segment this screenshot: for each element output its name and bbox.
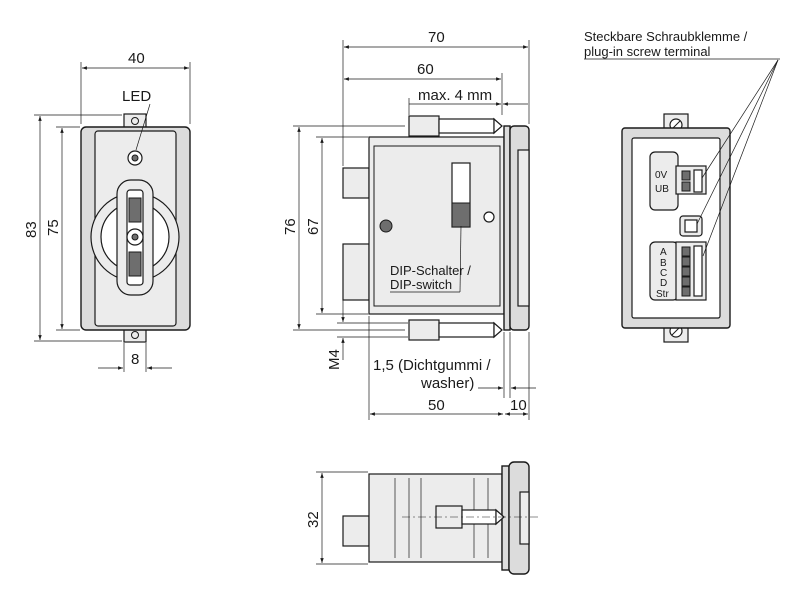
power-terminal-label-block bbox=[649, 151, 679, 211]
rear-view: 0V UB A B C D Str Steckbare Schraubklemm… bbox=[584, 29, 780, 343]
pin-ub: UB bbox=[655, 184, 669, 195]
dim-70: 70 bbox=[428, 29, 445, 46]
dim-m4: M4 bbox=[326, 349, 343, 370]
dim-10: 10 bbox=[510, 397, 527, 414]
pin-d: D bbox=[660, 278, 667, 289]
terminal-label-de: Steckbare Schraubklemme / bbox=[584, 29, 748, 44]
pin-b: B bbox=[660, 258, 667, 269]
pin-str: Str bbox=[656, 289, 669, 300]
side-connector-upper bbox=[342, 167, 370, 199]
dim-50: 50 bbox=[428, 397, 445, 414]
dip-label-de: DIP-Schalter / bbox=[390, 263, 471, 278]
dim-60: 60 bbox=[417, 61, 434, 78]
dim-32: 32 bbox=[305, 511, 322, 528]
side-connector-lower bbox=[342, 243, 370, 301]
top-view-connector bbox=[342, 515, 370, 547]
top-view: 32 bbox=[305, 461, 538, 575]
gasket-label-de: 1,5 (Dichtgummi / bbox=[373, 357, 491, 374]
front-view: LED 40 83 75 8 bbox=[23, 50, 191, 372]
dim-width-40: 40 bbox=[128, 50, 145, 67]
dim-height-75: 75 bbox=[45, 219, 62, 236]
side-screw bbox=[379, 219, 393, 233]
led-label: LED bbox=[122, 88, 151, 105]
pin-0v: 0V bbox=[655, 170, 668, 181]
terminal-label-en: plug-in screw terminal bbox=[584, 44, 711, 59]
pin-a: A bbox=[660, 247, 667, 258]
dip-label-en: DIP-switch bbox=[390, 277, 452, 292]
side-housing bbox=[368, 136, 505, 315]
dim-tab-8: 8 bbox=[131, 351, 139, 368]
side-view: DIP-Schalter / DIP-switch 70 60 max. 4 m… bbox=[282, 29, 536, 420]
pin-c: C bbox=[660, 268, 667, 279]
dim-height-83: 83 bbox=[23, 221, 40, 238]
dim-76: 76 bbox=[282, 218, 299, 235]
dim-max-4mm: max. 4 mm bbox=[418, 87, 492, 104]
gasket-label-en: washer) bbox=[420, 375, 474, 392]
front-top-tab bbox=[123, 113, 147, 129]
dim-67: 67 bbox=[305, 218, 322, 235]
